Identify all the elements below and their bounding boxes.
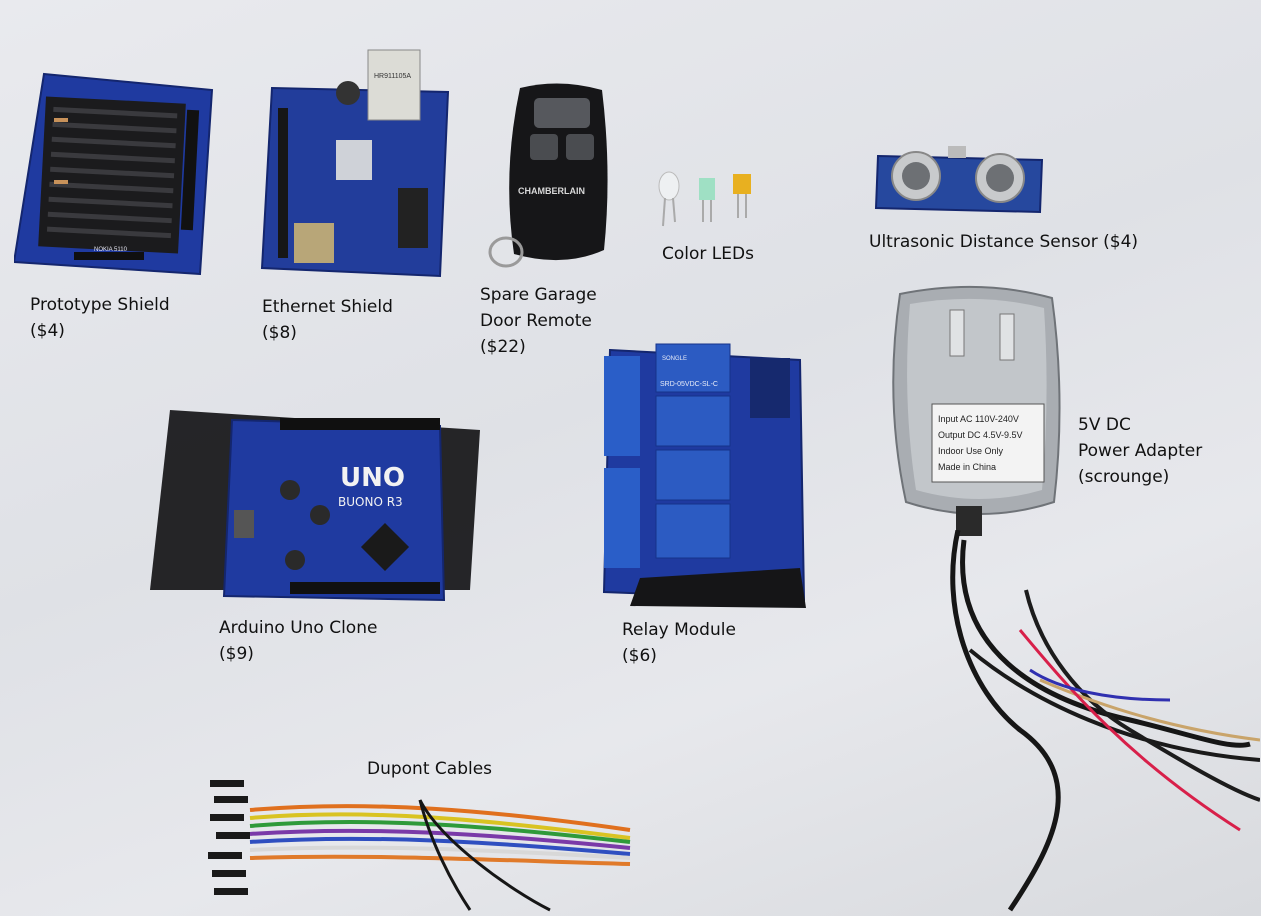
relay-label: Relay Module ($6)	[622, 617, 736, 669]
adapter-input-text: Input AC 110V-240V	[938, 414, 1019, 424]
adapter-name-line2: Power Adapter	[1078, 441, 1203, 461]
remote-price: ($22)	[480, 337, 526, 357]
adapter-name-line3: (scrounge)	[1078, 467, 1170, 487]
remote-name-line1: Spare Garage	[480, 285, 597, 305]
remote-brand-text: CHAMBERLAIN	[518, 186, 585, 196]
ultrasonic-label: Ultrasonic Distance Sensor ($4)	[869, 232, 1139, 252]
adapter-label: 5V DC Power Adapter (scrounge)	[1078, 412, 1202, 490]
garage-remote: CHAMBERLAIN	[480, 82, 620, 272]
ethernet-shield: HR911105A	[258, 48, 450, 280]
relay-brand-text: SONGLE	[662, 356, 687, 362]
arduino-uno-clone: UNO BUONO R3	[140, 390, 490, 620]
ethernet-shield-label: Ethernet Shield ($8)	[262, 294, 393, 346]
remote-name-line2: Door Remote	[480, 311, 592, 331]
relay-price: ($6)	[622, 646, 657, 666]
uno-logo-text: UNO	[340, 463, 405, 493]
relay-name: Relay Module	[622, 620, 736, 640]
uno-sub-text: BUONO R3	[338, 495, 403, 509]
dupont-label: Dupont Cables	[367, 759, 493, 779]
uno-name: Arduino Uno Clone	[219, 618, 378, 638]
ultrasonic-sensor	[872, 140, 1052, 220]
color-leds	[655, 168, 765, 228]
prototype-shield-label: Prototype Shield ($4)	[30, 292, 170, 344]
uno-price: ($9)	[219, 644, 254, 664]
dupont-cables	[190, 770, 640, 916]
prototype-shield-name: Prototype Shield	[30, 295, 170, 315]
ethernet-shield-price: ($8)	[262, 323, 297, 343]
prototype-shield: NOKIA 5110	[14, 70, 214, 275]
adapter-cable	[930, 530, 1260, 916]
adapter-output-text: Output DC 4.5V-9.5V	[938, 430, 1023, 440]
prototype-shield-price: ($4)	[30, 321, 65, 341]
uno-label: Arduino Uno Clone ($9)	[219, 615, 377, 667]
relay-part-text: SRD-05VDC-SL-C	[660, 381, 718, 388]
remote-label: Spare Garage Door Remote ($22)	[480, 282, 597, 360]
proto-silk-text: NOKIA 5110	[94, 247, 128, 253]
eth-jack-text: HR911105A	[374, 73, 411, 80]
adapter-made-text: Made in China	[938, 462, 996, 472]
relay-module: SONGLE SRD-05VDC-SL-C	[600, 338, 810, 610]
ethernet-shield-name: Ethernet Shield	[262, 297, 393, 317]
adapter-name-line1: 5V DC	[1078, 415, 1131, 435]
adapter-indoor-text: Indoor Use Only	[938, 446, 1004, 456]
power-adapter: Input AC 110V-240V Output DC 4.5V-9.5V I…	[880, 280, 1080, 540]
leds-label: Color LEDs	[662, 244, 754, 264]
